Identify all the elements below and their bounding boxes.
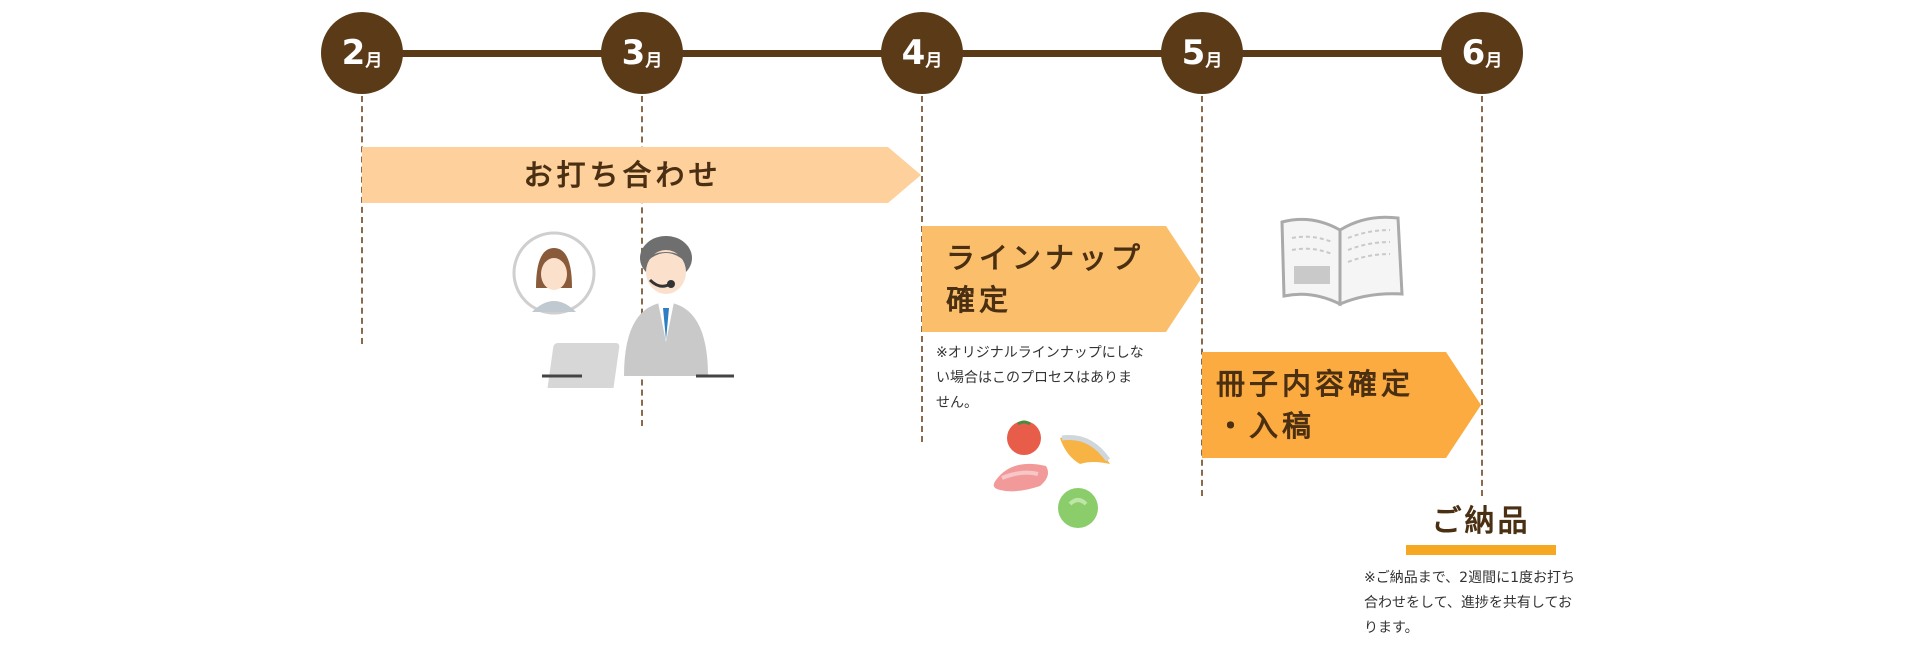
delivery-note: ※ご納品まで、2週間に1度お打ち 合わせをして、進捗を共有してお ります。 bbox=[1364, 566, 1575, 641]
delivery-note-line: ります。 bbox=[1364, 620, 1419, 636]
month-unit: 月 bbox=[1485, 50, 1503, 71]
online-meeting-illustration bbox=[512, 231, 734, 388]
lineup-note-line: ※オリジナルラインナップにしな bbox=[936, 345, 1144, 361]
delivery-underline bbox=[1406, 545, 1556, 555]
month-number: 4 bbox=[901, 33, 926, 73]
lineup-phase-arrow: ラインナップ 確定 bbox=[922, 226, 1201, 332]
meeting-phase-arrow: お打ち合わせ bbox=[362, 147, 921, 203]
food-ingredients-illustration bbox=[993, 420, 1111, 528]
meeting-phase-label: お打ち合わせ bbox=[523, 158, 722, 192]
lineup-note: ※オリジナルラインナップにしな い場合はこのプロセスはありま せん。 bbox=[936, 341, 1144, 416]
delivery-note-line: 合わせをして、進捗を共有してお bbox=[1364, 595, 1573, 611]
guide-line-jun bbox=[1481, 96, 1483, 496]
lineup-note-line: せん。 bbox=[936, 395, 978, 411]
month-number: 6 bbox=[1461, 33, 1486, 73]
guide-line-may bbox=[1201, 96, 1203, 496]
booklet-phase-arrow: 冊子内容確定 ・入稿 bbox=[1202, 352, 1481, 458]
open-booklet-icon bbox=[1280, 215, 1404, 307]
delivery-label: ご納品 bbox=[1431, 504, 1531, 539]
booklet-phase-label-line1: 冊子内容確定 bbox=[1216, 367, 1415, 401]
month-number: 3 bbox=[621, 33, 646, 73]
month-unit: 月 bbox=[645, 50, 663, 71]
month-unit: 月 bbox=[1205, 50, 1223, 71]
month-unit: 月 bbox=[365, 50, 383, 71]
month-number: 5 bbox=[1181, 33, 1206, 73]
lineup-note-line: い場合はこのプロセスはありま bbox=[936, 370, 1132, 386]
lineup-phase-label-line2: 確定 bbox=[946, 283, 1013, 317]
lineup-phase-label-line1: ラインナップ bbox=[946, 241, 1145, 275]
booklet-phase-label-line2: ・入稿 bbox=[1216, 409, 1316, 443]
guide-line-feb bbox=[361, 96, 363, 344]
month-unit: 月 bbox=[925, 50, 943, 71]
delivery-note-line: ※ご納品まで、2週間に1度お打ち bbox=[1364, 570, 1575, 586]
month-number: 2 bbox=[341, 33, 366, 73]
